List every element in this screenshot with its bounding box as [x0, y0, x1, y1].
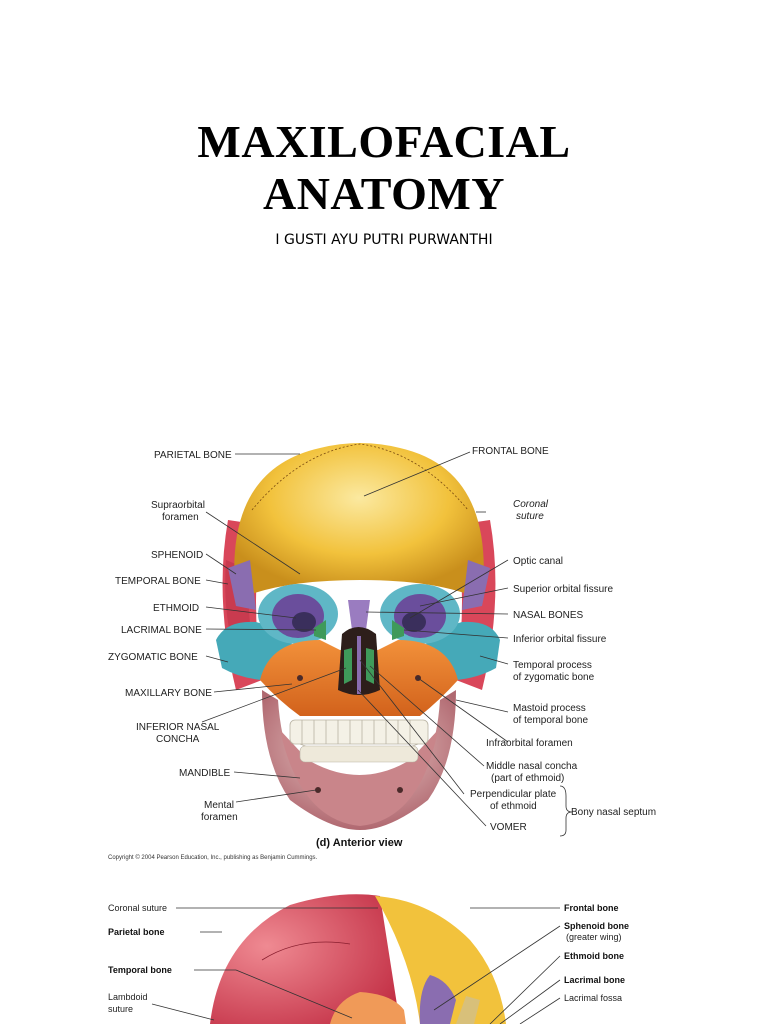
label-supraorbital-2: foramen	[162, 512, 199, 523]
frontal-bone-region	[234, 443, 484, 600]
label-lateral-lacrimal-fossa: Lacrimal fossa	[564, 993, 622, 1003]
label-sphenoid: SPHENOID	[151, 550, 203, 561]
label-zygomatic-bone: ZYGOMATIC BONE	[108, 652, 198, 663]
label-lateral-temporal: Temporal bone	[108, 965, 172, 975]
label-bony-nasal-septum: Bony nasal septum	[571, 807, 656, 818]
label-temporal-process-2: of zygomatic bone	[513, 672, 595, 683]
label-lateral-lacrimal: Lacrimal bone	[564, 975, 625, 985]
label-coronal-1: Coronal	[513, 499, 549, 510]
label-lateral-ethmoid: Ethmoid bone	[564, 951, 624, 961]
label-mastoid-1: Mastoid process	[513, 703, 586, 714]
label-supraorbital-1: Supraorbital	[151, 500, 205, 511]
label-middle-nasal-2: (part of ethmoid)	[491, 773, 564, 784]
label-perpendicular-2: of ethmoid	[490, 801, 537, 812]
label-frontal-bone: FRONTAL BONE	[472, 446, 549, 457]
lateral-frontal-region	[375, 896, 506, 1024]
label-lateral-sphenoid-2: (greater wing)	[566, 932, 622, 942]
label-optic-canal: Optic canal	[513, 556, 563, 567]
anterior-leader-lines	[201, 451, 573, 837]
document-title-line2: ANATOMY	[262, 168, 505, 219]
label-lateral-sphenoid-1: Sphenoid bone	[564, 921, 629, 931]
lateral-skull-illustration	[210, 894, 506, 1024]
lateral-parietal-region	[210, 894, 400, 1024]
label-parietal-bone: PARIETAL BONE	[154, 450, 232, 461]
lateral-leader-lines	[151, 907, 561, 1024]
label-ethmoid: ETHMOID	[153, 603, 199, 614]
anterior-skull-illustration	[216, 443, 500, 830]
label-infraorbital: Infraorbital foramen	[486, 738, 573, 749]
document-title-line1: MAXILOFACIAL	[197, 116, 571, 167]
label-nasal-bones: NASAL BONES	[513, 610, 584, 621]
label-inferior-nasal-2: CONCHA	[156, 734, 200, 745]
label-maxillary-bone: MAXILLARY BONE	[125, 688, 212, 699]
label-middle-nasal-1: Middle nasal concha	[486, 761, 578, 772]
label-vomer: VOMER	[490, 822, 527, 833]
label-mandible: MANDIBLE	[179, 768, 230, 779]
label-superior-orbital: Superior orbital fissure	[513, 584, 613, 595]
label-lacrimal-bone: LACRIMAL BONE	[121, 625, 202, 636]
label-lateral-frontal: Frontal bone	[564, 903, 619, 913]
label-coronal-2: suture	[516, 511, 544, 522]
label-temporal-process-1: Temporal process	[513, 660, 592, 671]
label-mental-2: foramen	[201, 812, 238, 823]
label-lateral-coronal: Coronal suture	[108, 903, 167, 913]
label-lateral-parietal: Parietal bone	[108, 927, 165, 937]
figure-caption: (d) Anterior view	[316, 837, 403, 849]
label-mental-1: Mental	[204, 800, 234, 811]
label-temporal-bone: TEMPORAL BONE	[115, 576, 201, 587]
label-perpendicular-1: Perpendicular plate	[470, 789, 557, 800]
label-lateral-lambdoid-2: suture	[108, 1004, 133, 1014]
label-lateral-lambdoid-1: Lambdoid	[108, 992, 148, 1002]
document-author: I GUSTI AYU PUTRI PURWANTHI	[275, 232, 493, 248]
label-inferior-orbital: Inferior orbital fissure	[513, 634, 607, 645]
label-inferior-nasal-1: INFERIOR NASAL	[136, 722, 220, 733]
label-mastoid-2: of temporal bone	[513, 715, 588, 726]
figure-copyright: Copyright © 2004 Pearson Education, Inc.…	[108, 854, 318, 861]
